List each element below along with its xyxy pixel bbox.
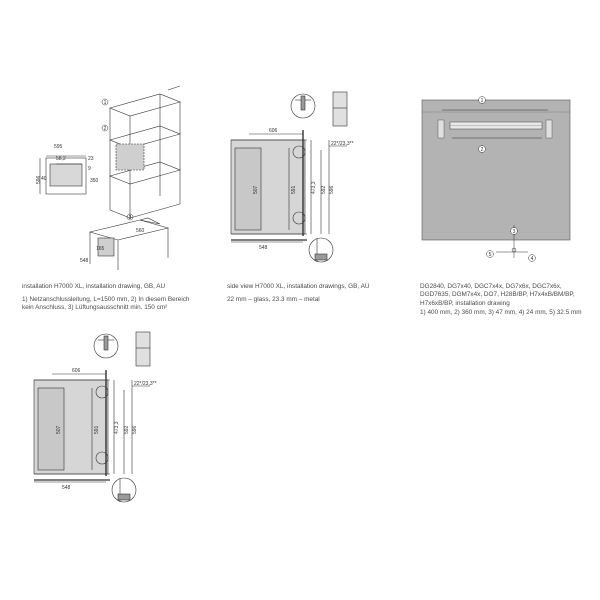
installation-drawing: 595 58,2 596 40 23 9 350 165 560 548 1 2… bbox=[36, 85, 181, 270]
dim-595: 595 bbox=[54, 144, 63, 150]
caption-panel1-title: installation H7000 XL, installation draw… bbox=[22, 283, 166, 290]
dim-473-3: 473,3 bbox=[114, 421, 120, 434]
dim-40: 40 bbox=[41, 176, 47, 182]
dim-596: 596 bbox=[36, 175, 42, 184]
dim-9: 9 bbox=[88, 166, 91, 172]
callout-3: 3 bbox=[513, 229, 516, 235]
dim-22-23-3: 22*/23,3** bbox=[331, 141, 354, 147]
side-view-panel: 606 507 591 473,3 592 596 548 22*/23,3** bbox=[225, 90, 375, 265]
dim-596: 596 bbox=[132, 425, 138, 434]
caption-panel2-notes: 22 mm – glass, 23.3 mm – metal bbox=[227, 296, 320, 303]
dim-473-3: 473,3 bbox=[311, 181, 317, 194]
detail-circle-bottom bbox=[308, 237, 334, 263]
caption-panel3-title: DG2840, DG7x40, DGC7x4x, DG7x6x, DGC7x6x… bbox=[420, 283, 575, 307]
dim-592: 592 bbox=[321, 185, 327, 194]
dim-165: 165 bbox=[96, 246, 105, 252]
callout-1: 1 bbox=[481, 98, 484, 104]
front-installation-panel: 1 2 3 4 5 bbox=[418, 90, 578, 270]
dim-548: 548 bbox=[62, 485, 71, 491]
side-view-panel-2: 606 507 591 473,3 592 596 548 22*/23,3** bbox=[28, 330, 178, 505]
door-handle bbox=[437, 119, 553, 139]
dim-507: 507 bbox=[56, 425, 62, 434]
caption-panel2-title: side view H7000 XL, installation drawing… bbox=[227, 283, 370, 290]
callout-2: 2 bbox=[104, 126, 107, 132]
dim-606: 606 bbox=[269, 128, 278, 134]
detail-circle-top bbox=[290, 93, 316, 119]
dim-592: 592 bbox=[124, 425, 130, 434]
dim-591: 591 bbox=[291, 185, 297, 194]
side-view-drawing-2: 606 507 591 473,3 592 596 548 22*/23,3** bbox=[33, 331, 157, 503]
dim-58-2: 58,2 bbox=[56, 156, 66, 162]
detail-circle-bottom bbox=[111, 477, 137, 503]
dim-23: 23 bbox=[88, 156, 94, 162]
callout-2: 2 bbox=[481, 147, 484, 153]
side-view-drawing: 606 507 591 473,3 592 596 548 22*/23,3** bbox=[230, 91, 354, 263]
dim-22-23-3: 22*/23,3** bbox=[134, 381, 157, 387]
dim-596: 596 bbox=[329, 185, 335, 194]
callouts: 1 2 3 4 5 bbox=[478, 96, 536, 262]
callout-4: 4 bbox=[531, 256, 534, 262]
callout-3: 3 bbox=[129, 215, 132, 221]
callout-group: 1 2 3 bbox=[101, 98, 134, 221]
dim-548: 548 bbox=[80, 258, 89, 264]
front-installation-drawing: 1 2 3 4 5 bbox=[421, 96, 571, 262]
dim-350: 350 bbox=[90, 178, 99, 184]
callout-1: 1 bbox=[104, 100, 107, 106]
dim-591: 591 bbox=[94, 425, 100, 434]
caption-panel3-notes: 1) 400 mm, 2) 360 mm, 3) 47 mm, 4) 24 mm… bbox=[420, 309, 582, 316]
tall-cabinet-iso bbox=[109, 85, 181, 219]
detail-circle-top bbox=[93, 333, 119, 359]
dim-507: 507 bbox=[253, 185, 259, 194]
callout-5: 5 bbox=[489, 252, 492, 258]
installation-drawing-panel: 595 58,2 596 40 23 9 350 165 560 548 1 2… bbox=[20, 80, 200, 270]
caption-panel1-notes: 1) Netzanschlussleitung, L=1500 mm, 2) I… bbox=[22, 296, 190, 312]
dim-548: 548 bbox=[259, 245, 268, 251]
dim-560: 560 bbox=[136, 228, 145, 234]
dim-606: 606 bbox=[72, 368, 81, 374]
base-cabinet-iso bbox=[88, 217, 170, 270]
oven-front-outline bbox=[45, 157, 87, 195]
